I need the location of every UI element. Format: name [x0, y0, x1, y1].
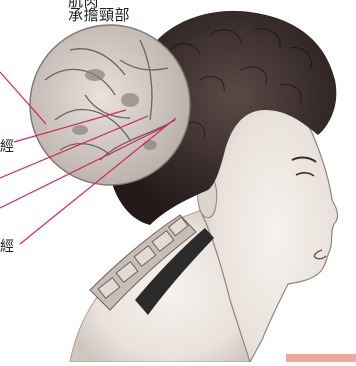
caption: 肌肉 承擔頸部 [68, 0, 131, 24]
accent-bar [286, 354, 356, 362]
anatomy-label-1: 經 [0, 139, 14, 155]
caption-line-1: 肌肉 [68, 0, 100, 10]
cervical-spine-cutaway [89, 214, 214, 315]
brow [291, 156, 317, 163]
anatomy-label-2: 經 [0, 239, 14, 255]
lips [313, 249, 327, 260]
face-shape [197, 77, 339, 364]
eye [295, 172, 315, 177]
magnified-anatomy-circle [29, 24, 191, 186]
caption-line-2: 承擔頸部 [68, 6, 131, 24]
leader-lines [0, 71, 177, 245]
